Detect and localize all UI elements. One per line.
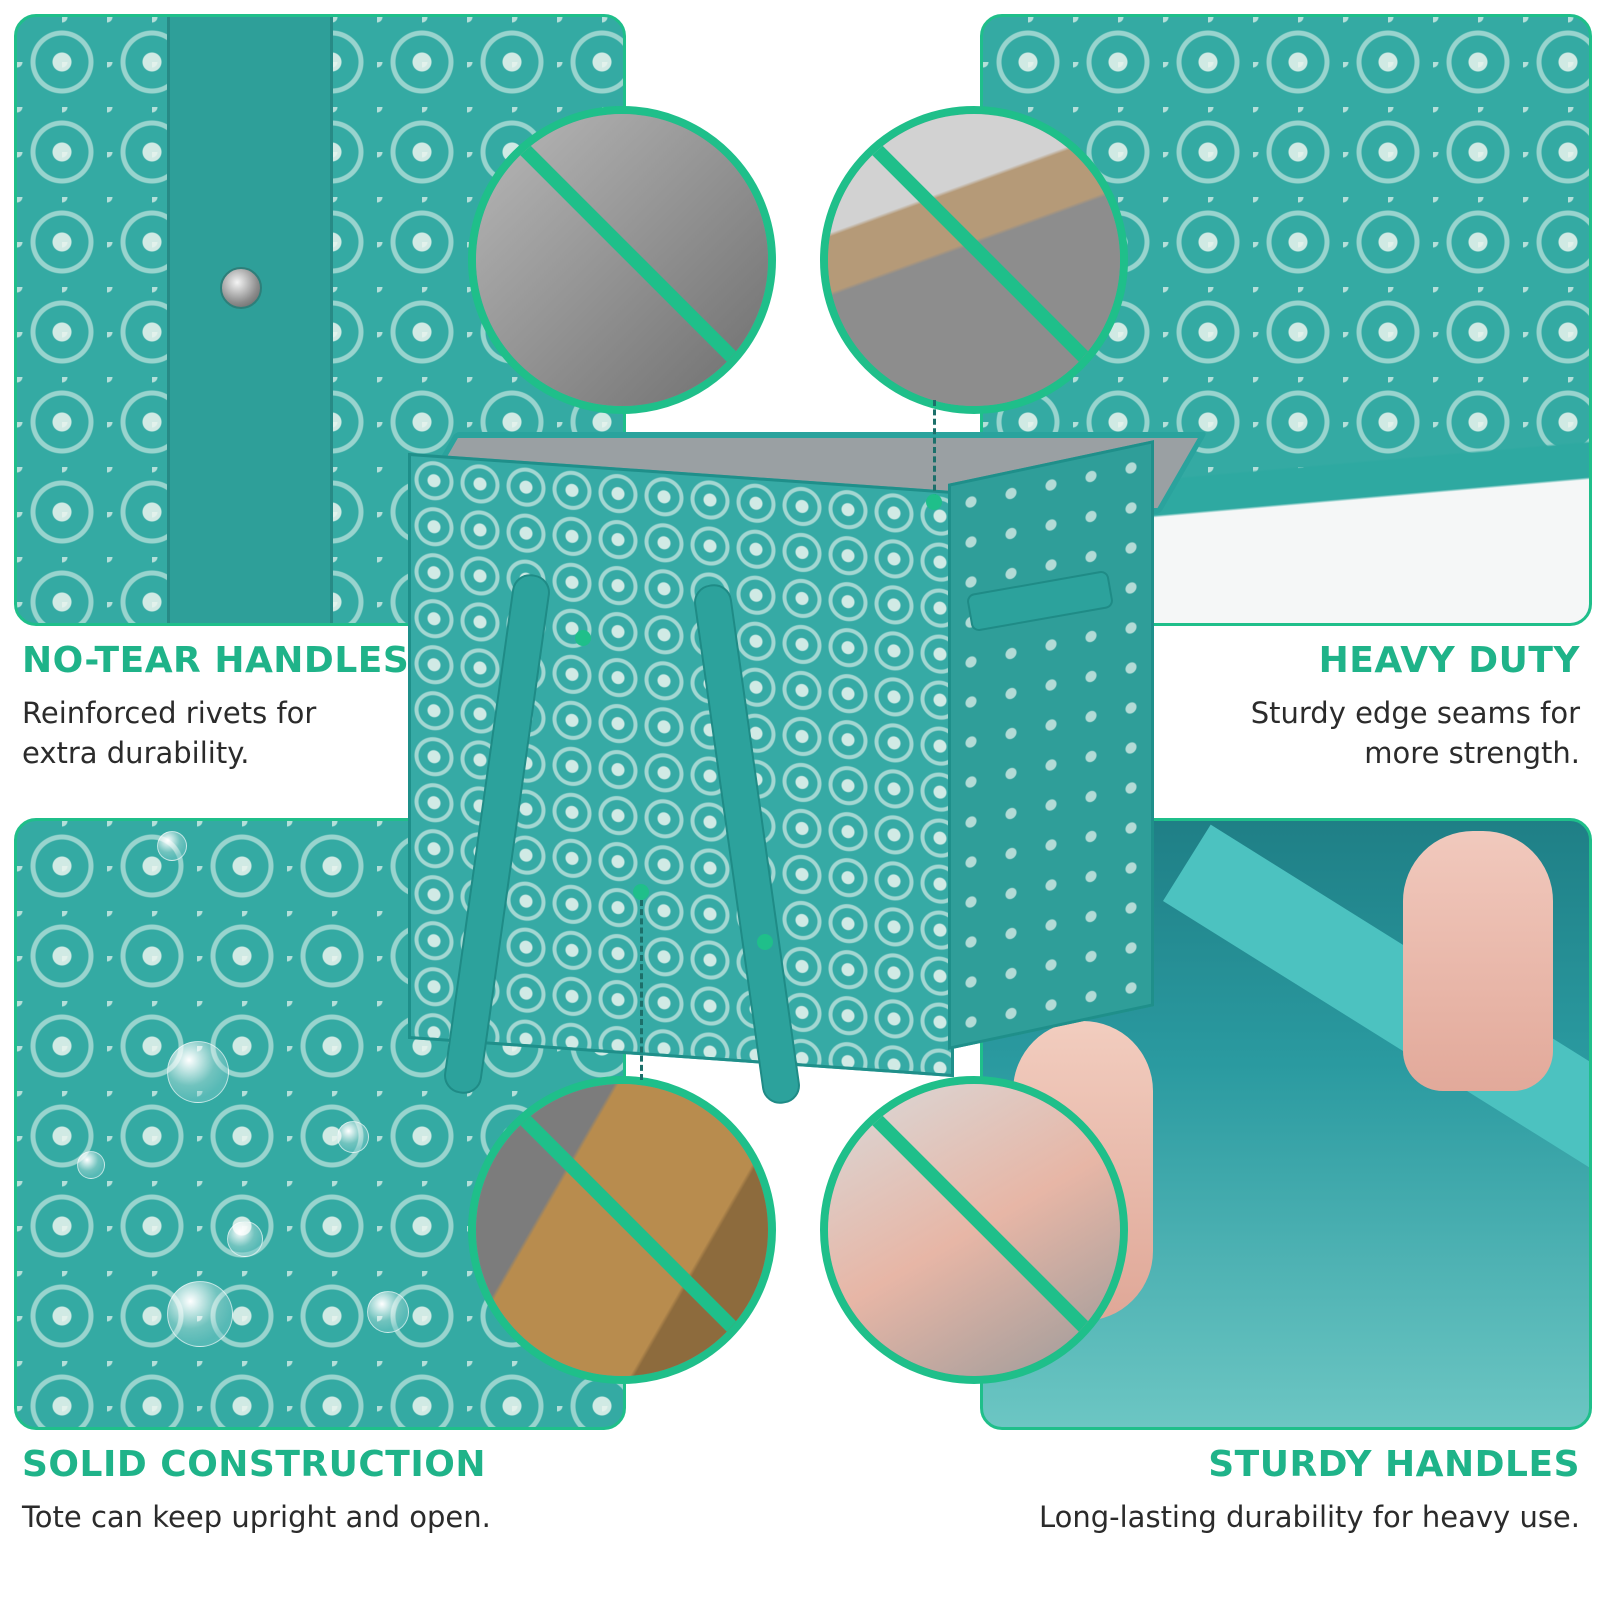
tote-bag bbox=[398, 432, 1208, 1107]
broken-handle-circle bbox=[820, 1076, 1128, 1384]
feature-title-sturdy-handles: STURDY HANDLES bbox=[1208, 1444, 1580, 1485]
pointer-dot bbox=[575, 630, 591, 646]
feature-title-solid-construction: SOLID CONSTRUCTION bbox=[22, 1444, 486, 1485]
feature-desc-line: Reinforced rivets for bbox=[22, 696, 317, 730]
pointer-dot bbox=[757, 934, 773, 950]
pointer-dot bbox=[633, 884, 649, 900]
water-droplet bbox=[77, 1151, 105, 1179]
feature-title-heavy-duty: HEAVY DUTY bbox=[1318, 640, 1580, 681]
feature-desc-line: more strength. bbox=[1364, 736, 1580, 770]
pointer-line bbox=[640, 900, 643, 1080]
rivet bbox=[220, 267, 262, 309]
feature-desc-line: extra durability. bbox=[22, 736, 250, 770]
hand bbox=[1403, 831, 1553, 1091]
water-droplet bbox=[167, 1041, 229, 1103]
pointer-line bbox=[933, 400, 936, 500]
torn-paper-bag-circle bbox=[468, 1076, 776, 1384]
water-droplet bbox=[227, 1221, 263, 1257]
pointer-dot bbox=[926, 494, 942, 510]
tote-side bbox=[948, 440, 1154, 1050]
water-droplet bbox=[337, 1121, 369, 1153]
water-droplet bbox=[167, 1281, 233, 1347]
feature-desc-line: Tote can keep upright and open. bbox=[22, 1500, 491, 1534]
water-droplet bbox=[157, 831, 187, 861]
water-droplet bbox=[367, 1291, 409, 1333]
torn-seam-circle bbox=[820, 106, 1128, 414]
feature-title-no-tear-handles: NO-TEAR HANDLES bbox=[22, 640, 410, 681]
handle-strap bbox=[167, 17, 333, 623]
feature-desc-line: Sturdy edge seams for bbox=[1250, 696, 1580, 730]
torn-handle-circle bbox=[468, 106, 776, 414]
feature-desc-line: Long-lasting durability for heavy use. bbox=[1038, 1500, 1580, 1534]
